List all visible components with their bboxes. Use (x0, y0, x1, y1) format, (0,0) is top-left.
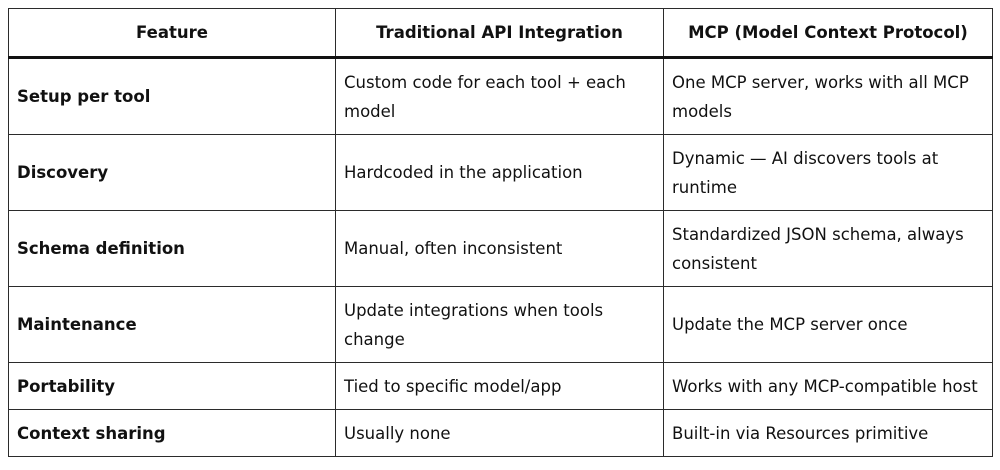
table-header-row: Feature Traditional API Integration MCP … (8, 8, 993, 59)
row-mcp-cell: Dynamic — AI discovers tools at runtime (663, 134, 993, 211)
row-feature-cell: Setup per tool (8, 57, 336, 135)
table-row: Schema definition Manual, often inconsis… (8, 210, 993, 287)
comparison-table: Feature Traditional API Integration MCP … (8, 8, 993, 457)
header-mcp: MCP (Model Context Protocol) (663, 8, 993, 59)
row-feature-cell: Portability (8, 362, 336, 410)
row-feature-cell: Schema definition (8, 210, 336, 287)
table-row: Context sharing Usually none Built-in vi… (8, 409, 993, 457)
table-row: Discovery Hardcoded in the application D… (8, 134, 993, 211)
row-feature-cell: Maintenance (8, 286, 336, 363)
row-feature-cell: Context sharing (8, 409, 336, 457)
row-mcp-cell: Works with any MCP-compatible host (663, 362, 993, 410)
row-traditional-cell: Manual, often inconsistent (335, 210, 664, 287)
row-mcp-cell: One MCP server, works with all MCP model… (663, 57, 993, 135)
table-row: Maintenance Update integrations when too… (8, 286, 993, 363)
row-traditional-cell: Hardcoded in the application (335, 134, 664, 211)
table-row: Portability Tied to specific model/app W… (8, 362, 993, 410)
header-feature: Feature (8, 8, 336, 59)
comparison-table-container: Feature Traditional API Integration MCP … (8, 8, 993, 457)
row-traditional-cell: Usually none (335, 409, 664, 457)
row-mcp-cell: Built-in via Resources primitive (663, 409, 993, 457)
row-feature-cell: Discovery (8, 134, 336, 211)
row-traditional-cell: Update integrations when tools change (335, 286, 664, 363)
row-mcp-cell: Standardized JSON schema, always consist… (663, 210, 993, 287)
row-traditional-cell: Custom code for each tool + each model (335, 57, 664, 135)
header-traditional-api: Traditional API Integration (335, 8, 664, 59)
row-mcp-cell: Update the MCP server once (663, 286, 993, 363)
table-row: Setup per tool Custom code for each tool… (8, 57, 993, 135)
row-traditional-cell: Tied to specific model/app (335, 362, 664, 410)
